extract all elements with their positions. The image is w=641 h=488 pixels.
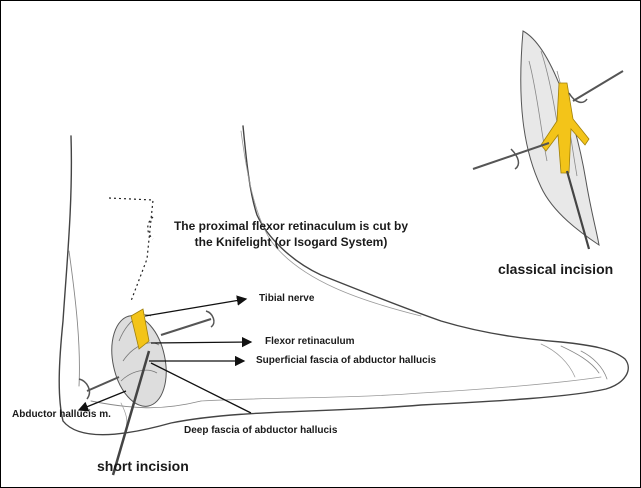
dotted-outline (109, 198, 153, 301)
label-deep-fascia: Deep fascia of abductor hallucis (184, 425, 337, 436)
label-abductor-hallucis: Abductor hallucis m. (12, 409, 111, 420)
annotation-line-2: the Knifelight (or Isogard System) (195, 235, 388, 249)
classical-incision-group (473, 31, 623, 249)
annotation-text: The proximal flexor retinaculum is cut b… (161, 218, 421, 250)
label-tibial-nerve: Tibial nerve (259, 293, 314, 304)
label-superficial-fascia: Superficial fascia of abductor hallucis (256, 355, 436, 366)
caption-short-incision: short incision (97, 458, 189, 474)
label-flexor-retinaculum: Flexor retinaculum (265, 336, 354, 347)
caption-classical-incision: classical incision (498, 261, 613, 277)
annotation-line-1: The proximal flexor retinaculum is cut b… (174, 219, 408, 233)
dotted-bracket (148, 217, 153, 239)
short-incision-group (79, 309, 214, 475)
